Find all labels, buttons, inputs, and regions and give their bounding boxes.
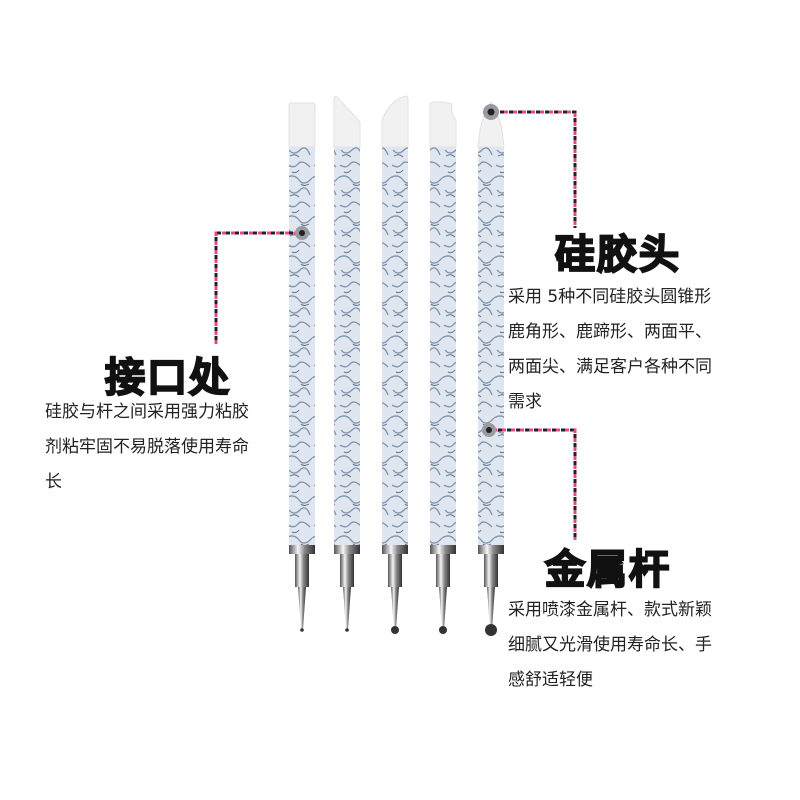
dotting-ball	[391, 626, 399, 634]
text-line: 鹿角形、鹿蹄形、两面平、	[508, 322, 712, 342]
metal-rod-description: 采用喷漆金属杆、款式新颖 细腻又光滑使用寿命长、手 感舒适轻便	[508, 593, 712, 698]
text-line: 剂粘牢固不易脱落使用寿命	[45, 437, 249, 457]
text-line: 细腻又光滑使用寿命长、手	[508, 635, 712, 655]
marble-handle	[478, 147, 504, 545]
text-line: 采用 5种不同硅胶头圆锥形	[508, 287, 712, 307]
metal-needle	[391, 587, 399, 630]
text-line: 两面尖、满足客户各种不同	[508, 357, 712, 377]
metal-needle	[487, 587, 495, 630]
callout-silicone-line	[483, 104, 577, 228]
pen-flat	[288, 102, 316, 632]
dotting-ball	[439, 626, 447, 634]
text-line: 采用喷漆金属杆、款式新颖	[508, 600, 712, 620]
joint-title: 接口处	[104, 354, 231, 402]
text-line: 需求	[508, 392, 542, 412]
marble-handle	[289, 147, 315, 545]
pen-cone	[477, 101, 505, 636]
metal-tube	[436, 554, 450, 587]
marble-handle	[334, 147, 360, 545]
metal-tube	[484, 554, 498, 587]
metal-tube	[388, 554, 402, 587]
dotting-ball	[300, 628, 304, 632]
callout-metal-line	[482, 423, 577, 540]
metal-ferrule	[430, 545, 456, 554]
metal-tube	[295, 554, 309, 587]
metal-needle	[298, 587, 306, 630]
metal-ferrule	[382, 545, 408, 554]
silicone-tip	[381, 95, 409, 148]
metal-rod-title: 金属杆	[544, 546, 671, 594]
text-line: 硅胶与杆之间采用强力粘胶	[45, 402, 249, 422]
metal-ferrule	[289, 545, 315, 554]
callout-joint-line	[214, 226, 309, 345]
metal-tube	[340, 554, 354, 587]
pen-angled	[333, 95, 361, 632]
dotting-ball	[345, 628, 349, 632]
silicone-tip	[333, 95, 361, 148]
pen-rounded-chisel	[381, 95, 409, 634]
dotting-ball	[485, 624, 497, 636]
text-line: 长	[45, 472, 62, 492]
silicone-head-title: 硅胶头	[554, 231, 681, 279]
metal-ferrule	[478, 545, 504, 554]
silicone-tip	[288, 102, 316, 148]
silicone-tip	[477, 101, 505, 148]
marble-handle	[382, 147, 408, 545]
silicone-tip	[429, 101, 457, 148]
marble-handle	[430, 147, 456, 545]
text-line: 感舒适轻便	[508, 670, 593, 690]
joint-description: 硅胶与杆之间采用强力粘胶 剂粘牢固不易脱落使用寿命 长	[45, 395, 249, 500]
silicone-head-description: 采用 5种不同硅胶头圆锥形 鹿角形、鹿蹄形、两面平、 两面尖、满足客户各种不同 …	[508, 280, 712, 420]
pen-notched	[429, 101, 457, 634]
metal-needle	[439, 587, 447, 630]
metal-needle	[343, 587, 351, 630]
metal-ferrule	[334, 545, 360, 554]
